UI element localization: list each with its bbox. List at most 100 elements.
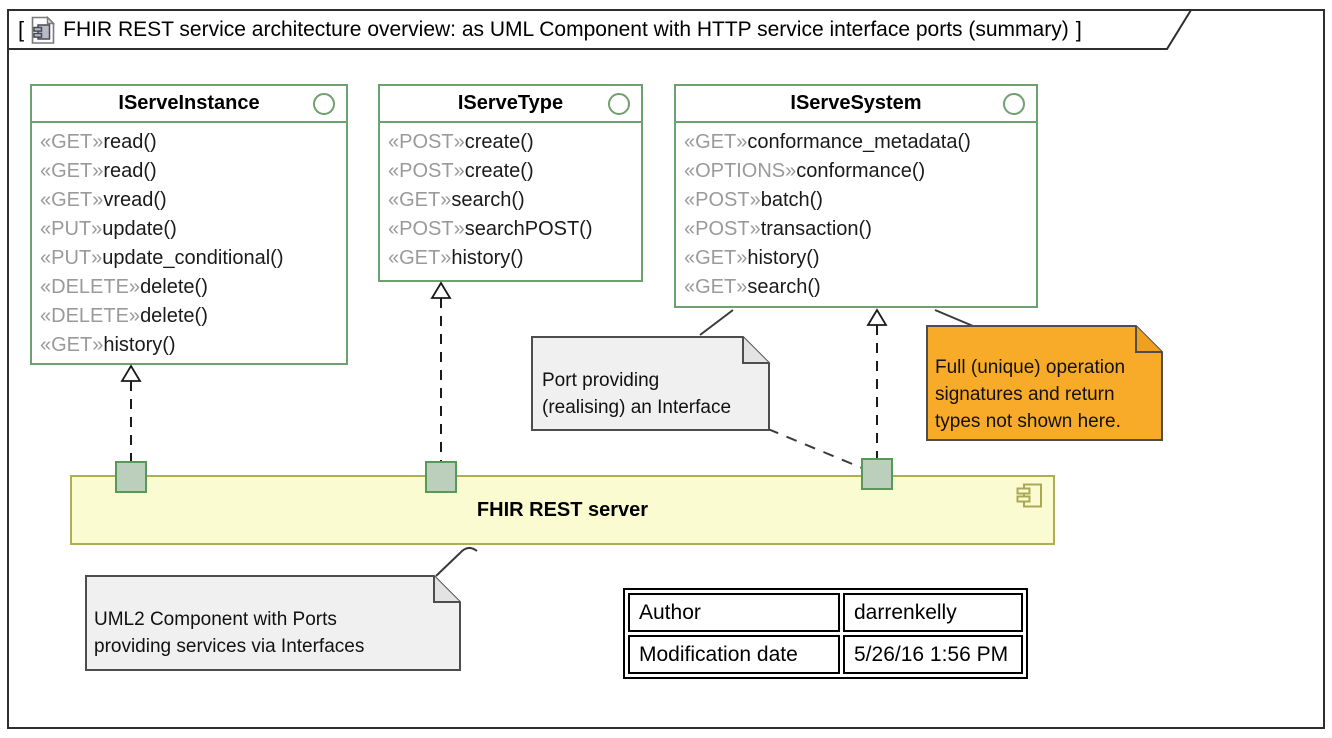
note-text: Port providing (realising) an Interface [542, 367, 731, 421]
note-line: Port providing [542, 370, 660, 391]
method-item: «DELETE»delete() [40, 302, 346, 331]
method-item: «POST»create() [388, 128, 641, 157]
method-stereotype: «GET» [388, 189, 452, 211]
interface-box-iservesystem[interactable]: IServeSystem «GET»conformance_metadata()… [674, 84, 1038, 308]
port-iserveinstance[interactable] [115, 461, 147, 493]
interface-header: IServeSystem [676, 86, 1036, 123]
method-stereotype: «PUT» [40, 218, 103, 240]
title-close-bracket: ] [1075, 17, 1082, 42]
method-stereotype: «GET» [684, 247, 748, 269]
interface-method-list: «GET»read()«GET»read()«GET»vread()«PUT»u… [32, 123, 346, 360]
note-signatures[interactable]: Full (unique) operation signatures and r… [926, 325, 1163, 441]
interface-header: IServeType [380, 86, 641, 123]
method-stereotype: «GET» [684, 131, 748, 153]
method-item: «GET»vread() [40, 186, 346, 215]
method-name: history() [451, 247, 524, 269]
interface-lollipop-icon [1003, 93, 1025, 115]
note-text: Full (unique) operation signatures and r… [935, 354, 1125, 435]
interface-box-iserveinstance[interactable]: IServeInstance «GET»read()«GET»read()«GE… [30, 84, 348, 365]
table-cell-moddate-value: 5/26/16 1:56 PM [843, 635, 1023, 674]
component-label: FHIR REST server [476, 498, 649, 521]
method-name: batch() [760, 189, 823, 211]
method-item: «GET»conformance_metadata() [684, 128, 1036, 157]
method-item: «GET»history() [388, 244, 641, 273]
table-row: Modification date 5/26/16 1:56 PM [628, 635, 1023, 674]
table-cell-author-value: darrenkelly [843, 593, 1023, 632]
method-name: delete() [140, 305, 208, 327]
note-shape [85, 575, 461, 671]
note-uml2-component[interactable]: UML2 Component with Ports providing serv… [85, 575, 461, 671]
method-item: «POST»create() [388, 157, 641, 186]
note-line: Full (unique) operation [935, 357, 1126, 378]
table-row: Author darrenkelly [628, 593, 1023, 632]
method-stereotype: «GET» [40, 131, 104, 153]
method-stereotype: «POST» [684, 218, 761, 240]
title-tab-shape [7, 9, 1193, 50]
method-stereotype: «POST» [388, 218, 465, 240]
note-line: signatures and return [935, 384, 1115, 405]
note-line: UML2 Component with Ports [94, 609, 337, 630]
title-open-bracket: [ [18, 17, 25, 42]
table-cell-author-label: Author [628, 593, 840, 632]
method-name: read() [103, 160, 157, 182]
method-stereotype: «POST» [684, 189, 761, 211]
note-line: (realising) an Interface [542, 397, 732, 418]
method-stereotype: «DELETE» [40, 276, 141, 298]
interface-method-list: «POST»create()«POST»create()«GET»search(… [380, 123, 641, 273]
method-stereotype: «OPTIONS» [684, 160, 797, 182]
method-name: update_conditional() [102, 247, 284, 269]
method-item: «PUT»update() [40, 215, 346, 244]
method-name: create() [464, 131, 534, 153]
method-item: «POST»searchPOST() [388, 215, 641, 244]
component-fhir-rest-server[interactable]: FHIR REST server [70, 475, 1055, 545]
interface-lollipop-icon [608, 93, 630, 115]
method-stereotype: «GET» [388, 247, 452, 269]
method-name: delete() [140, 276, 208, 298]
title-text: FHIR REST service architecture overview:… [63, 18, 1069, 41]
uml-component-icon [1016, 483, 1042, 508]
method-item: «GET»read() [40, 157, 346, 186]
method-item: «PUT»update_conditional() [40, 244, 346, 273]
interface-name: IServeSystem [790, 92, 922, 114]
method-stereotype: «POST» [388, 160, 465, 182]
interface-name: IServeType [457, 92, 564, 114]
method-item: «DELETE»delete() [40, 273, 346, 302]
interface-method-list: «GET»conformance_metadata()«OPTIONS»conf… [676, 123, 1036, 302]
method-name: update() [102, 218, 177, 240]
note-shape [531, 336, 770, 431]
component-diagram-icon [31, 15, 56, 44]
interface-box-iservetype[interactable]: IServeType «POST»create()«POST»create()«… [378, 84, 643, 282]
method-stereotype: «GET» [684, 276, 748, 298]
note-shape [926, 325, 1163, 441]
method-stereotype: «DELETE» [40, 305, 141, 327]
method-name: history() [103, 334, 176, 356]
port-iservetype[interactable] [425, 461, 457, 493]
method-name: search() [451, 189, 525, 211]
method-name: history() [747, 247, 820, 269]
method-stereotype: «POST» [388, 131, 465, 153]
method-stereotype: «PUT» [40, 247, 103, 269]
note-line: providing services via Interfaces [94, 636, 365, 657]
note-port-providing[interactable]: Port providing (realising) an Interface [531, 336, 770, 431]
port-iservesystem[interactable] [861, 458, 893, 490]
interface-name: IServeInstance [118, 92, 260, 114]
table-cell-moddate-label: Modification date [628, 635, 840, 674]
metadata-table: Author darrenkelly Modification date 5/2… [623, 588, 1028, 679]
method-item: «GET»search() [388, 186, 641, 215]
method-name: searchPOST() [464, 218, 593, 240]
method-stereotype: «GET» [40, 189, 104, 211]
diagram-title-tab[interactable] [7, 9, 1199, 51]
method-item: «GET»history() [40, 331, 346, 360]
method-name: search() [747, 276, 821, 298]
method-stereotype: «GET» [40, 334, 104, 356]
interface-lollipop-icon [313, 93, 335, 115]
note-text: UML2 Component with Ports providing serv… [94, 606, 364, 660]
interface-header: IServeInstance [32, 86, 346, 123]
method-name: read() [103, 131, 157, 153]
note-line: types not shown here. [935, 411, 1121, 432]
method-item: «GET»search() [684, 273, 1036, 302]
method-name: vread() [103, 189, 167, 211]
method-item: «POST»transaction() [684, 215, 1036, 244]
method-stereotype: «GET» [40, 160, 104, 182]
